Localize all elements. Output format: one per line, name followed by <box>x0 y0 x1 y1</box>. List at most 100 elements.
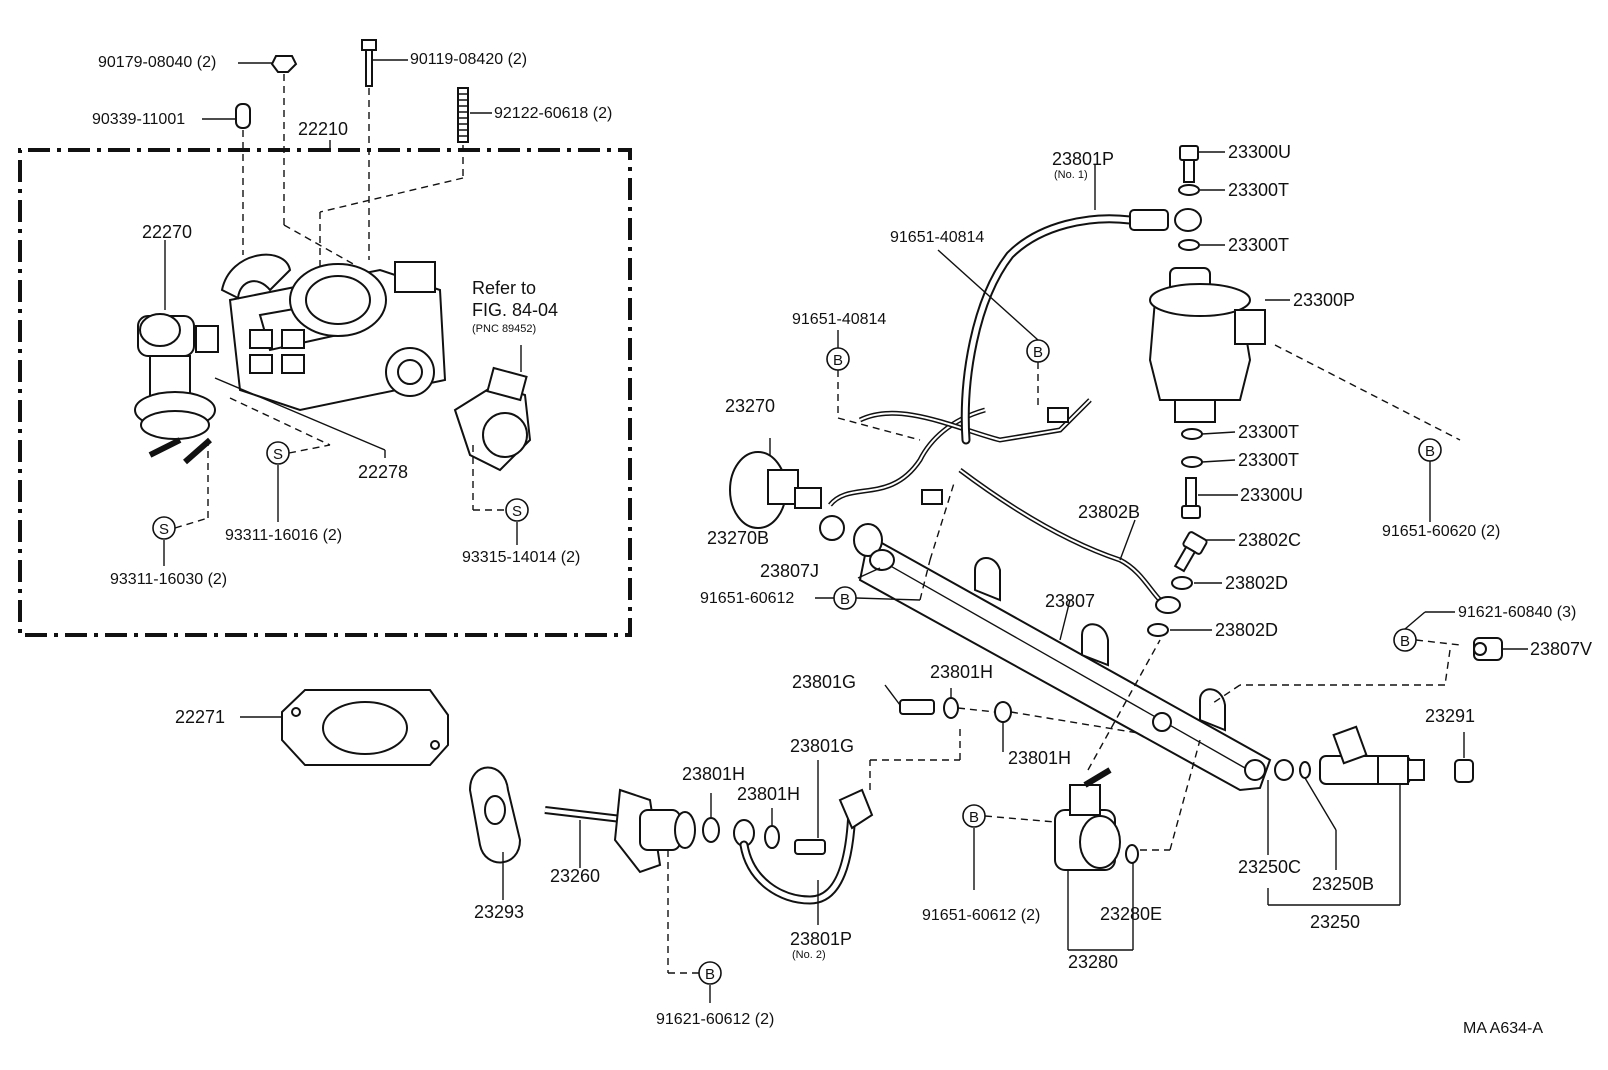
label-92122-60618: 92122-60618 (2) <box>494 105 612 122</box>
plug-90339 <box>202 103 251 255</box>
label-23260: 23260 <box>550 866 600 886</box>
label-refer-to: Refer to <box>472 278 536 298</box>
label-23801P-no2-sub: (No. 2) <box>792 949 826 961</box>
union-bolt-23802C <box>1147 531 1235 637</box>
label-23300U-top: 23300U <box>1228 142 1291 162</box>
screw-symbol-14014: S <box>505 498 529 522</box>
symbol-b-60840: B <box>1393 628 1417 652</box>
label-23270: 23270 <box>725 396 775 416</box>
assembly-frame <box>18 148 632 637</box>
svg-text:B: B <box>705 966 715 983</box>
label-23280E: 23280E <box>1100 904 1162 924</box>
label-23293: 23293 <box>474 902 524 922</box>
label-23801H-4: 23801H <box>737 784 800 804</box>
symbol-b-60612-bottom: B <box>698 961 722 985</box>
label-22278: 22278 <box>358 462 408 482</box>
svg-text:B: B <box>969 809 979 826</box>
delivery-pipe-23807 <box>858 540 1272 792</box>
idle-air-valve-22270 <box>134 240 219 465</box>
label-23801G-1: 23801G <box>792 672 856 692</box>
symbol-b-60612-mid: B <box>962 804 986 828</box>
throttle-body-group: S S S <box>18 39 632 637</box>
union-bolt-23801G <box>884 684 1151 752</box>
label-23300U-bottom: 23300U <box>1240 485 1303 505</box>
label-93311-16030: 93311-16030 (2) <box>110 571 227 588</box>
svg-text:B: B <box>1425 443 1435 460</box>
gasket-23293 <box>468 766 522 900</box>
label-23291: 23291 <box>1425 706 1475 726</box>
symbol-b-40814-right: B <box>1026 339 1050 363</box>
svg-text:S: S <box>159 521 169 538</box>
label-23807J: 23807J <box>760 561 819 581</box>
label-23300T-1: 23300T <box>1228 180 1289 200</box>
fuel-hose-no1 <box>960 165 1202 445</box>
label-23802D-1: 23802D <box>1225 573 1288 593</box>
label-23300T-3: 23300T <box>1238 422 1299 442</box>
screw-symbol-16030: S <box>152 516 176 540</box>
screw-symbol-16016: S <box>266 441 290 465</box>
footer-code: MA A634-A <box>1463 1020 1543 1037</box>
fuel-hose-no2 <box>702 725 961 925</box>
svg-text:B: B <box>840 591 850 608</box>
symbol-b-60620: B <box>1418 438 1442 462</box>
label-23300T-2: 23300T <box>1228 235 1289 255</box>
label-91651-60620: 91651-60620 (2) <box>1382 523 1500 540</box>
label-23801H-3: 23801H <box>682 764 745 784</box>
label-23280: 23280 <box>1068 952 1118 972</box>
label-93315-14014: 93315-14014 (2) <box>462 549 580 566</box>
pressure-regulator-23280 <box>1054 639 1201 951</box>
label-23807V: 23807V <box>1530 639 1592 659</box>
label-91651-60612-mid: 91651-60612 (2) <box>922 907 1040 924</box>
label-22271: 22271 <box>175 707 225 727</box>
label-91621-60612: 91621-60612 (2) <box>656 1011 774 1028</box>
svg-text:B: B <box>833 352 843 369</box>
label-22270: 22270 <box>142 222 192 242</box>
label-93311-16016: 93311-16016 (2) <box>225 527 342 544</box>
svg-text:S: S <box>273 446 283 463</box>
label-23300P: 23300P <box>1293 290 1355 310</box>
symbol-b-40814-left: B <box>826 347 850 371</box>
label-23801G-2: 23801G <box>790 736 854 756</box>
label-90119-08420: 90119-08420 (2) <box>410 51 527 68</box>
plug-23807V <box>1473 637 1528 661</box>
label-23801P-no1: 23801P <box>1052 149 1114 169</box>
gasket-22271 <box>240 689 449 766</box>
label-23801H-2: 23801H <box>1008 748 1071 768</box>
svg-text:B: B <box>1033 344 1043 361</box>
fuel-pipes <box>828 398 1181 614</box>
label-23802B: 23802B <box>1078 502 1140 522</box>
label-23250: 23250 <box>1310 912 1360 932</box>
label-23250C: 23250C <box>1238 857 1301 877</box>
label-23300T-4: 23300T <box>1238 450 1299 470</box>
svg-text:S: S <box>512 503 522 520</box>
nut-90179 <box>238 55 356 266</box>
label-90339-11001: 90339-11001 <box>92 111 185 128</box>
label-91651-60612-left: 91651-60612 <box>700 590 794 607</box>
label-91621-60840: 91621-60840 (3) <box>1458 604 1576 621</box>
label-23802D-2: 23802D <box>1215 620 1278 640</box>
fuel-filter-23300P <box>1148 145 1461 519</box>
label-91651-40814-left: 91651-40814 <box>792 311 886 328</box>
symbol-b-60612-left: B <box>833 586 857 610</box>
throttle-position-sensor <box>453 345 532 472</box>
label-91651-40814-right: 91651-40814 <box>890 229 984 246</box>
label-fig-84-04: FIG. 84-04 <box>472 300 558 320</box>
bolt-90119 <box>361 39 408 260</box>
label-23807: 23807 <box>1045 591 1095 611</box>
label-23802C: 23802C <box>1238 530 1301 550</box>
label-23801P-no2: 23801P <box>790 929 852 949</box>
label-23801H-1: 23801H <box>930 662 993 682</box>
clip-23291 <box>1454 732 1474 783</box>
labels: 90179-08040 (2) 90119-08420 (2) 90339-11… <box>92 51 1592 1037</box>
label-23801P-no1-sub: (No. 1) <box>1054 169 1088 181</box>
label-90179-08040: 90179-08040 (2) <box>98 54 216 71</box>
label-pnc-89452: (PNC 89452) <box>472 323 536 335</box>
throttle-body-22210 <box>220 253 447 412</box>
label-23270B: 23270B <box>707 528 769 548</box>
label-23250B: 23250B <box>1312 874 1374 894</box>
label-22210: 22210 <box>298 119 348 139</box>
injector-23250 <box>1267 725 1425 906</box>
cold-start-injector-23260 <box>544 788 700 974</box>
svg-text:B: B <box>1400 633 1410 650</box>
